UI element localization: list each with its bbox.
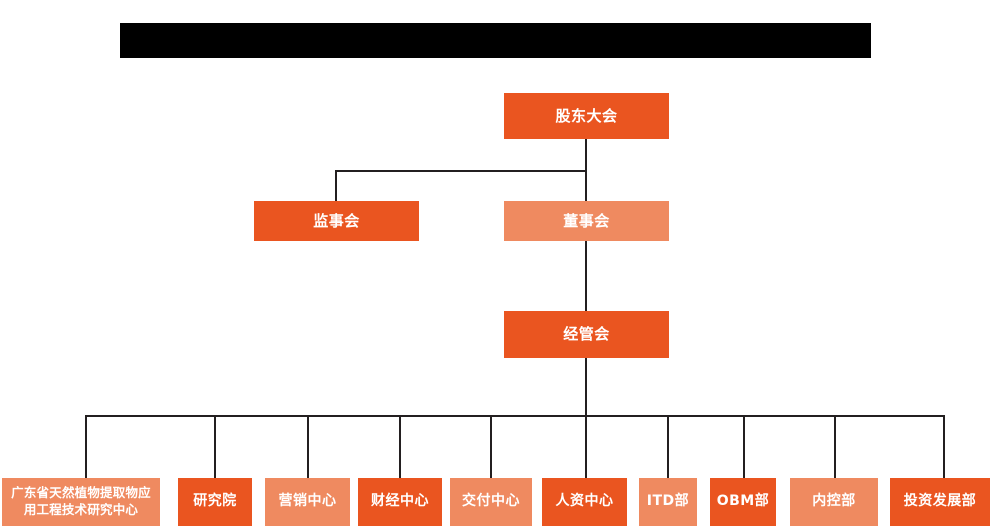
node-label: 投资发展部 <box>903 493 977 510</box>
node-department-research-center[interactable]: 广东省天然植物提取物应 用工程技术研究中心 <box>2 478 160 526</box>
node-board-of-supervisors[interactable]: 监事会 <box>254 201 419 241</box>
node-label: 人资中心 <box>555 493 614 510</box>
connector-to-supervisors <box>335 170 337 201</box>
node-label: 研究院 <box>193 493 237 510</box>
node-label: ITD部 <box>646 493 690 510</box>
node-department-investment-development[interactable]: 投资发展部 <box>890 478 990 526</box>
connector-drop-dept-2 <box>214 415 216 478</box>
connector-drop-dept-4 <box>399 415 401 478</box>
connector-drop-dept-8 <box>743 415 745 478</box>
connector-drop-dept-10 <box>943 415 945 478</box>
node-label: OBM部 <box>716 493 770 510</box>
node-label: 股东大会 <box>555 106 618 125</box>
connector-management-down <box>585 358 587 416</box>
node-department-institute[interactable]: 研究院 <box>178 478 252 526</box>
connector-departments-bus <box>85 415 944 417</box>
node-label: 经管会 <box>563 325 610 344</box>
connector-drop-dept-3 <box>307 415 309 478</box>
node-department-hr-center[interactable]: 人资中心 <box>542 478 627 526</box>
connector-to-directors <box>585 170 587 201</box>
node-department-internal-control[interactable]: 内控部 <box>790 478 878 526</box>
connector-tier2-bus <box>335 170 587 172</box>
node-department-obm[interactable]: OBM部 <box>710 478 776 526</box>
connector-shareholders-down <box>585 139 587 171</box>
node-label: 内控部 <box>812 493 856 510</box>
node-label: 财经中心 <box>371 493 429 510</box>
node-department-delivery-center[interactable]: 交付中心 <box>450 478 532 526</box>
node-board-of-directors[interactable]: 董事会 <box>504 201 669 241</box>
node-label-line1: 广东省天然植物提取物应 <box>11 485 151 501</box>
node-management-committee[interactable]: 经管会 <box>504 311 669 358</box>
connector-drop-dept-5 <box>490 415 492 478</box>
connector-directors-to-management <box>585 241 587 311</box>
node-department-finance-center[interactable]: 财经中心 <box>358 478 442 526</box>
node-label: 广东省天然植物提取物应 用工程技术研究中心 <box>7 485 155 519</box>
node-department-itd[interactable]: ITD部 <box>639 478 697 526</box>
node-label: 营销中心 <box>278 493 337 510</box>
connector-drop-dept-9 <box>834 415 836 478</box>
node-label: 交付中心 <box>462 493 520 510</box>
connector-drop-dept-7 <box>667 415 669 478</box>
node-label-line2: 用工程技术研究中心 <box>23 502 139 517</box>
node-department-marketing-center[interactable]: 营销中心 <box>265 478 350 526</box>
node-label: 董事会 <box>563 211 610 230</box>
connector-drop-dept-1 <box>85 415 87 478</box>
connector-drop-dept-6 <box>585 415 587 478</box>
redacted-title-banner <box>120 23 871 58</box>
node-shareholders-meeting[interactable]: 股东大会 <box>504 93 669 139</box>
node-label: 监事会 <box>313 211 360 230</box>
